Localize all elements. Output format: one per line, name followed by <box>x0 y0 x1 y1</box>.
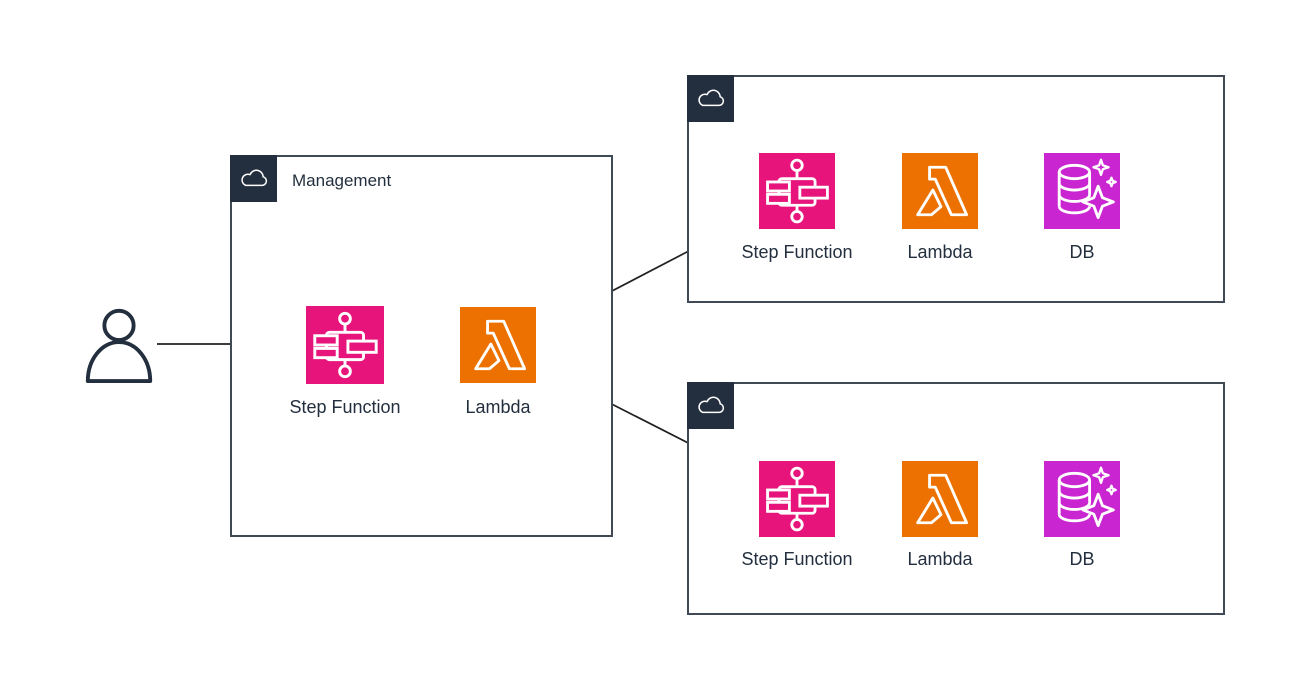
management-lambda-icon <box>460 307 536 383</box>
management-step-function-icon <box>306 306 384 384</box>
management-step-function-label: Step Function <box>289 397 401 417</box>
cloud-top-lambda-label: Lambda <box>907 242 973 262</box>
cloud-bottom-db-icon <box>1044 461 1120 537</box>
user-icon <box>80 299 158 387</box>
management-group-title: Management <box>292 171 392 190</box>
cloud-bottom-step-function-label: Step Function <box>741 549 853 569</box>
cloud-icon <box>239 167 269 191</box>
cloud-top-db-icon <box>1044 153 1120 229</box>
cloud-badge <box>687 382 734 429</box>
cloud-badge <box>687 75 734 122</box>
management-lambda-label: Lambda <box>465 397 531 417</box>
cloud-top-lambda-icon <box>902 153 978 229</box>
cloud-icon <box>696 394 726 418</box>
cloud-bottom-lambda-icon <box>902 461 978 537</box>
cloud-icon <box>696 87 726 111</box>
cloud-badge <box>230 155 277 202</box>
cloud-top-step-function-label: Step Function <box>741 242 853 262</box>
cloud-bottom-db-label: DB <box>1069 549 1095 569</box>
management-group-box: Management <box>230 155 613 537</box>
cloud-top-db-label: DB <box>1069 242 1095 262</box>
cloud-top-step-function-icon <box>759 153 835 229</box>
cloud-bottom-step-function-icon <box>759 461 835 537</box>
cloud-bottom-lambda-label: Lambda <box>907 549 973 569</box>
